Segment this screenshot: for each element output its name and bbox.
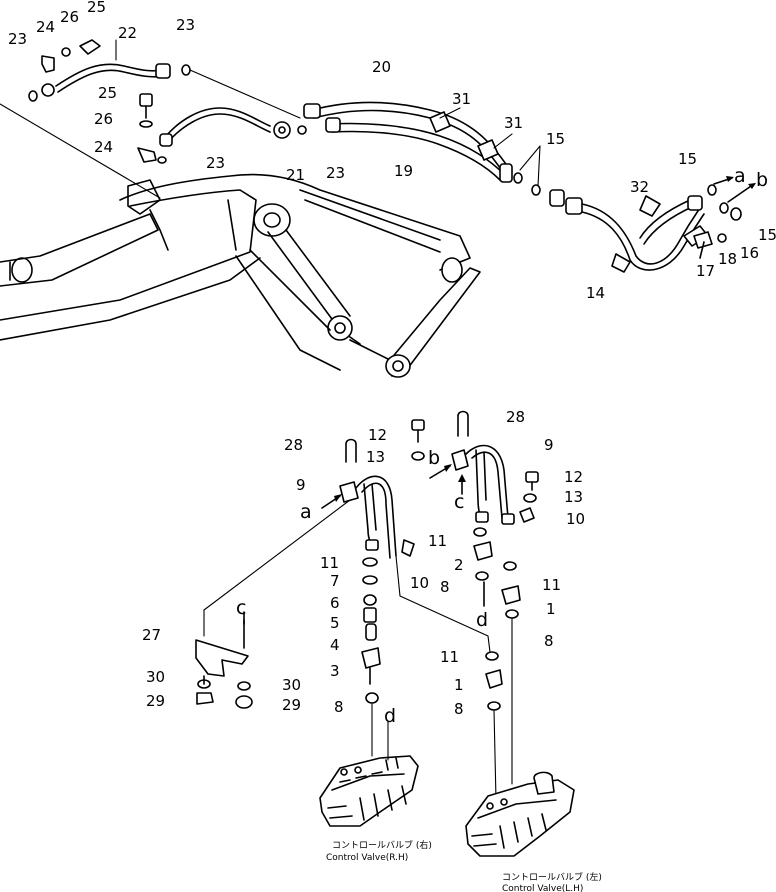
label-24: 24 [36, 18, 55, 36]
label-1: 1 [454, 676, 464, 694]
caption-lh-en: Control Valve(L.H) [502, 884, 583, 892]
label-18: 18 [718, 250, 737, 268]
label-15: 15 [758, 226, 776, 244]
label-11: 11 [542, 576, 561, 594]
caption-rh-jp: コントロールバルブ (右) [332, 839, 432, 851]
label-9: 9 [544, 436, 554, 454]
label-32: 32 [630, 178, 649, 196]
label-1: 1 [546, 600, 556, 618]
label-12: 12 [368, 426, 387, 444]
label-d: d [384, 705, 396, 727]
label-c: c [454, 491, 464, 513]
label-8: 8 [334, 698, 344, 716]
label-2: 2 [454, 556, 464, 574]
label-28: 28 [506, 408, 525, 426]
lower-part-labels: 28 12 28 13 9 b 12 9 c 13 a 10 11 11 2 7… [142, 408, 585, 727]
label-8: 8 [440, 578, 450, 596]
label-13: 13 [564, 488, 583, 506]
label-10: 10 [566, 510, 585, 528]
label-29: 29 [146, 692, 165, 710]
label-17: 17 [696, 262, 715, 280]
label-7: 7 [330, 572, 340, 590]
label-26: 26 [94, 110, 113, 128]
label-19: 19 [394, 162, 413, 180]
label-21: 21 [286, 166, 305, 184]
label-20: 20 [372, 58, 391, 76]
label-12: 12 [564, 468, 583, 486]
label-28: 28 [284, 436, 303, 454]
caption-rh-en: Control Valve(R.H) [326, 853, 408, 863]
label-11: 11 [320, 554, 339, 572]
label-23: 23 [176, 16, 195, 34]
label-14: 14 [586, 284, 605, 302]
label-9: 9 [296, 476, 306, 494]
rh-valve-stack [195, 438, 491, 827]
label-23: 23 [326, 164, 345, 182]
label-a: a [300, 501, 312, 523]
label-b: b [756, 169, 768, 191]
label-16: 16 [740, 244, 759, 262]
caption-lh-jp: コントロールバルブ (左) [502, 871, 602, 883]
label-13: 13 [366, 448, 385, 466]
label-30: 30 [146, 668, 165, 686]
label-31: 31 [504, 114, 523, 132]
upper-part-labels: 23 24 26 25 22 23 20 25 26 24 23 21 23 3… [8, 0, 776, 302]
upper-pipes [28, 39, 756, 273]
label-29: 29 [282, 696, 301, 714]
label-24: 24 [94, 138, 113, 156]
label-22: 22 [118, 24, 137, 42]
label-31: 31 [452, 90, 471, 108]
lh-valve-stack [411, 410, 575, 857]
boom-frame-drawing [0, 69, 481, 378]
label-11: 11 [440, 648, 459, 666]
label-30: 30 [282, 676, 301, 694]
label-10: 10 [410, 574, 429, 592]
label-a: a [734, 165, 746, 187]
label-5: 5 [330, 614, 340, 632]
label-27: 27 [142, 626, 161, 644]
valve-captions: コントロールバルブ (右) Control Valve(R.H) コントロールバ… [326, 839, 602, 892]
label-c: c [236, 597, 246, 619]
label-23: 23 [8, 30, 27, 48]
label-15: 15 [546, 130, 565, 148]
label-26: 26 [60, 8, 79, 26]
label-4: 4 [330, 636, 340, 654]
label-23: 23 [206, 154, 225, 172]
label-8: 8 [544, 632, 554, 650]
label-25: 25 [87, 0, 106, 16]
label-8: 8 [454, 700, 464, 718]
label-d: d [476, 609, 488, 631]
label-b: b [428, 447, 440, 469]
label-15: 15 [678, 150, 697, 168]
label-25: 25 [98, 84, 117, 102]
label-11: 11 [428, 532, 447, 550]
label-6: 6 [330, 594, 340, 612]
label-3: 3 [330, 662, 340, 680]
